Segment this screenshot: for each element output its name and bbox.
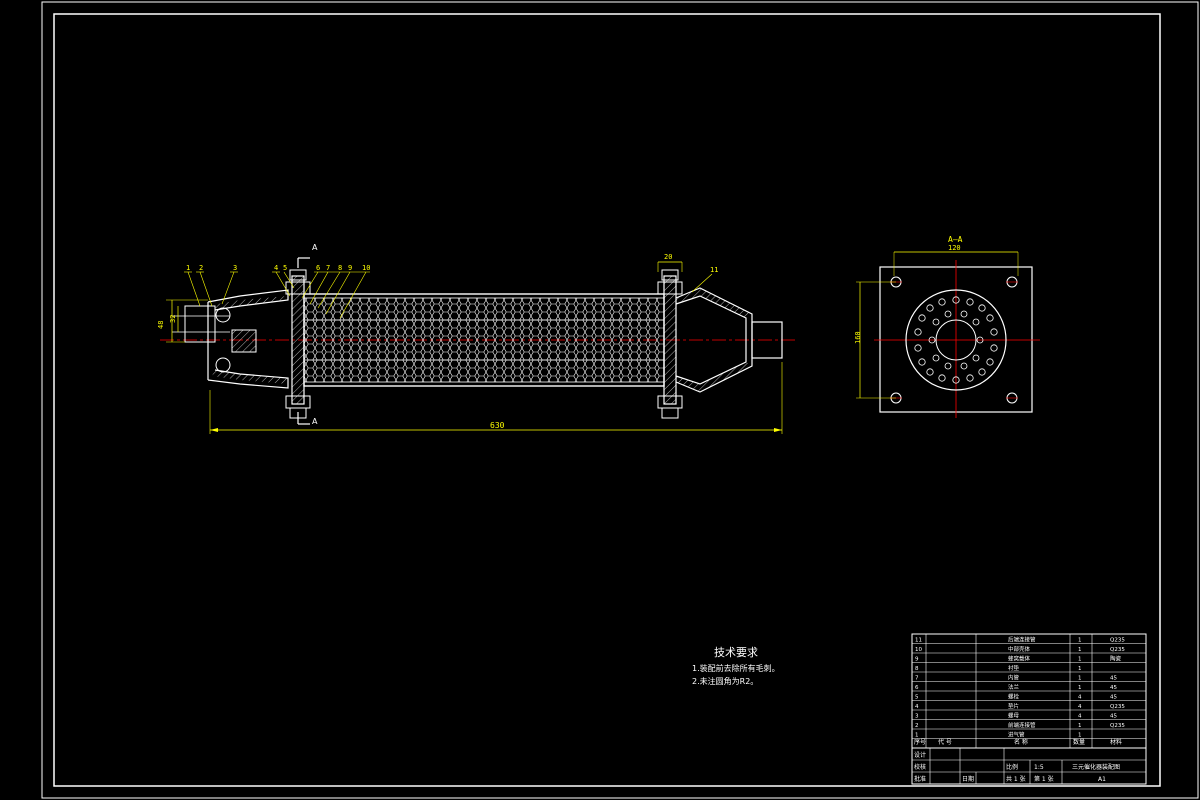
section-mark-bottom: A bbox=[312, 417, 318, 426]
balloon-9: 9 bbox=[348, 264, 352, 272]
bom-cell-name: 衬垫 bbox=[1008, 664, 1020, 672]
balloon-7: 7 bbox=[326, 264, 330, 272]
bom-cell-name: 进气管 bbox=[1008, 730, 1025, 738]
left-flange bbox=[291, 275, 305, 405]
balloon-3: 3 bbox=[233, 264, 237, 272]
bom-header-material: 材料 bbox=[1110, 738, 1122, 746]
bom-cell-qty: 1 bbox=[1078, 685, 1082, 691]
bom-cell-material: 陶瓷 bbox=[1110, 654, 1122, 662]
balloon-8: 8 bbox=[338, 264, 342, 272]
bom-cell-name: 前端连接管 bbox=[1008, 721, 1036, 729]
dim-bolt-offset: 20 bbox=[664, 253, 672, 261]
bom-cell-seq: 2 bbox=[915, 723, 919, 729]
bom-cell-name: 内管 bbox=[1008, 673, 1020, 681]
bom-cell-qty: 1 bbox=[1078, 723, 1082, 729]
sensor-boss bbox=[231, 329, 257, 353]
tech-note-1: 1.装配前去除所有毛刺。 bbox=[692, 663, 780, 673]
bom-cell-qty: 4 bbox=[1078, 704, 1082, 710]
bom-cell-name: 法兰 bbox=[1008, 683, 1020, 691]
balloon-5: 5 bbox=[283, 264, 287, 272]
bom-cell-material: 45 bbox=[1110, 713, 1117, 719]
bom-cell-qty: 4 bbox=[1078, 713, 1082, 719]
bom-cell-seq: 11 bbox=[915, 637, 922, 643]
section-view-aa: A—A 120 160 bbox=[854, 235, 1040, 418]
bom-cell-qty: 1 bbox=[1078, 675, 1082, 681]
bom-cell-material: Q235 bbox=[1110, 704, 1125, 710]
bom-cell-name: 后端连接管 bbox=[1008, 635, 1036, 643]
inner-border bbox=[53, 13, 1161, 787]
tb-designer: 设计 bbox=[914, 751, 926, 759]
tb-size: A1 bbox=[1098, 776, 1106, 783]
tb-scale-label: 比例 bbox=[1006, 763, 1018, 771]
balloon-6: 6 bbox=[316, 264, 320, 272]
tb-sheet-total: 共 1 张 bbox=[1006, 775, 1026, 783]
tb-drawing-name: 三元催化器装配图 bbox=[1072, 763, 1120, 771]
bom-cell-seq: 5 bbox=[915, 694, 919, 700]
perforation-holes bbox=[914, 296, 998, 384]
tb-scale-value: 1:5 bbox=[1034, 764, 1044, 771]
bom-cell-seq: 7 bbox=[915, 675, 919, 681]
tb-date-label: 日期 bbox=[962, 775, 974, 783]
bom-cell-material: Q235 bbox=[1110, 637, 1125, 643]
right-flange bbox=[663, 275, 677, 405]
main-section-view: A A 630 20 48 32 bbox=[157, 243, 795, 434]
balloon-1: 1 bbox=[186, 264, 190, 272]
bom-header-qty: 数量 bbox=[1073, 738, 1085, 746]
balloon-4: 4 bbox=[274, 264, 278, 272]
bom-cell-qty: 1 bbox=[1078, 732, 1082, 738]
section-mark-top: A bbox=[312, 243, 318, 252]
technical-notes: 技术要求 1.装配前去除所有毛刺。 2.未注圆角为R2。 bbox=[692, 646, 780, 686]
title-block: 设计 校核 批准 日期 比例 1:5 三元催化器装配图 共 1 张 第 1 张 … bbox=[912, 748, 1146, 784]
bom-cell-name: 螺母 bbox=[1008, 711, 1020, 719]
bom-cell-material: 45 bbox=[1110, 675, 1117, 681]
bom-cell-seq: 1 bbox=[915, 732, 919, 738]
tb-approver: 批准 bbox=[914, 775, 926, 783]
bom-cell-name: 中部壳体 bbox=[1008, 645, 1031, 653]
bom-cell-seq: 8 bbox=[915, 666, 919, 672]
bom-cell-material: Q235 bbox=[1110, 723, 1125, 729]
bom-cell-seq: 3 bbox=[915, 713, 919, 719]
bom-header-code: 代 号 bbox=[938, 738, 952, 746]
bom-cell-qty: 1 bbox=[1078, 666, 1082, 672]
bom-cell-material: Q235 bbox=[1110, 647, 1125, 653]
dim-overall-length: 630 bbox=[490, 421, 505, 430]
left-bolt-top bbox=[285, 281, 311, 295]
bom-header-name: 名 称 bbox=[1014, 738, 1028, 746]
bom-cell-seq: 6 bbox=[915, 685, 919, 691]
inlet-pipe bbox=[184, 305, 216, 343]
bom-cell-name: 螺栓 bbox=[1008, 692, 1020, 700]
perforated-plate bbox=[905, 289, 1007, 391]
dim-inlet-dia-2: 32 bbox=[169, 315, 177, 323]
bom-cell-name: 垫片 bbox=[1008, 702, 1019, 710]
outlet-pipe bbox=[751, 321, 783, 359]
right-bolt-top bbox=[657, 281, 683, 295]
bom-cell-qty: 1 bbox=[1078, 656, 1082, 662]
section-view-title: A—A bbox=[948, 235, 963, 244]
bom-cell-qty: 1 bbox=[1078, 637, 1082, 643]
dim-flange-height: 160 bbox=[854, 331, 862, 344]
honeycomb-carrier bbox=[303, 297, 665, 383]
bom-cell-seq: 10 bbox=[915, 647, 922, 653]
tb-checker: 校核 bbox=[914, 763, 926, 771]
dim-flange-width: 120 bbox=[948, 244, 961, 252]
bom-cell-seq: 9 bbox=[915, 656, 919, 662]
outer-border bbox=[41, 1, 1199, 799]
bom-cell-material: 45 bbox=[1110, 685, 1117, 691]
tb-sheet-no: 第 1 张 bbox=[1034, 775, 1054, 783]
balloon-10: 10 bbox=[362, 264, 370, 272]
tech-notes-title: 技术要求 bbox=[714, 646, 758, 659]
bom-header-seq: 序号 bbox=[914, 738, 926, 746]
bom-cell-qty: 1 bbox=[1078, 647, 1082, 653]
bom-cell-material: 45 bbox=[1110, 694, 1117, 700]
balloon-2: 2 bbox=[199, 264, 203, 272]
bom-cell-qty: 4 bbox=[1078, 694, 1082, 700]
bom-cell-seq: 4 bbox=[915, 704, 919, 710]
balloon-11: 11 bbox=[710, 266, 718, 274]
bom-cell-name: 蜂窝载体 bbox=[1008, 654, 1031, 662]
dim-inlet-dia-1: 48 bbox=[157, 321, 165, 329]
tech-note-2: 2.未注圆角为R2。 bbox=[692, 676, 758, 686]
